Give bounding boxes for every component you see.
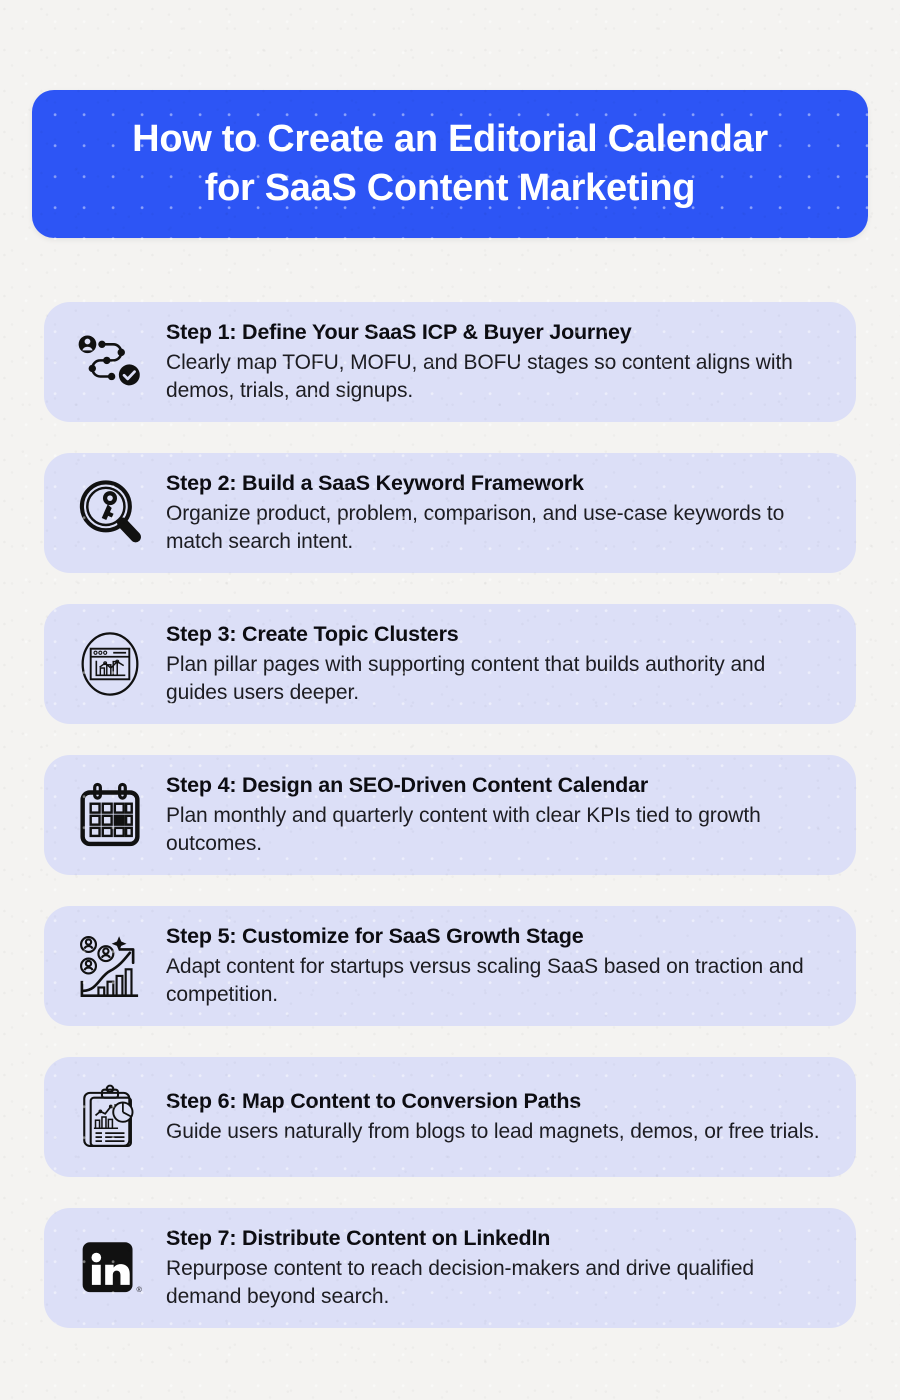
step-body-5: Step 5: Customize for SaaS Growth Stage …: [156, 923, 834, 1009]
clipboard-report-icon: [64, 1071, 156, 1163]
step-title-5: Step 5: Customize for SaaS Growth Stage: [166, 924, 584, 949]
step-body-6: Step 6: Map Content to Conversion Paths …: [156, 1088, 834, 1146]
step-card-5: Step 5: Customize for SaaS Growth Stage …: [44, 906, 856, 1026]
step-title-4: Step 4: Design an SEO-Driven Content Cal…: [166, 773, 649, 798]
browser-analytics-circle-icon: [64, 618, 156, 710]
step-body-2: Step 2: Build a SaaS Keyword Framework O…: [156, 470, 834, 556]
magnifier-key-icon: [64, 467, 156, 559]
step-description-2: Organize product, problem, comparison, a…: [166, 501, 785, 553]
step-description-4: Plan monthly and quarterly content with …: [166, 803, 761, 855]
growth-chart-users-icon: [64, 920, 156, 1012]
step-title-2: Step 2: Build a SaaS Keyword Framework: [166, 471, 584, 496]
step-description-6: Guide users naturally from blogs to lead…: [166, 1119, 820, 1143]
step-card-1: Step 1: Define Your SaaS ICP & Buyer Jou…: [44, 302, 856, 422]
svg-text:®: ®: [137, 1285, 143, 1294]
title-banner: How to Create an Editorial Calendar for …: [32, 90, 868, 238]
step-body-4: Step 4: Design an SEO-Driven Content Cal…: [156, 772, 834, 858]
step-card-4: Step 4: Design an SEO-Driven Content Cal…: [44, 755, 856, 875]
page-title-line-2: for SaaS Content Marketing: [204, 167, 696, 209]
step-title-6: Step 6: Map Content to Conversion Paths: [166, 1089, 582, 1114]
page-title-line-1: How to Create an Editorial Calendar: [132, 118, 768, 161]
step-body-7: Step 7: Distribute Content on LinkedIn R…: [156, 1225, 834, 1311]
step-title-3: Step 3: Create Topic Clusters: [166, 622, 459, 647]
step-card-7: ® Step 7: Distribute Content on LinkedIn…: [44, 1208, 856, 1328]
step-description-1: Clearly map TOFU, MOFU, and BOFU stages …: [166, 350, 793, 402]
linkedin-logo-icon: ®: [64, 1222, 156, 1314]
steps-list: Step 1: Define Your SaaS ICP & Buyer Jou…: [44, 302, 856, 1359]
buyer-journey-path-icon: [64, 316, 156, 408]
step-card-3: Step 3: Create Topic Clusters Plan pilla…: [44, 604, 856, 724]
step-title-7: Step 7: Distribute Content on LinkedIn: [166, 1226, 551, 1251]
step-card-6: Step 6: Map Content to Conversion Paths …: [44, 1057, 856, 1177]
step-card-2: Step 2: Build a SaaS Keyword Framework O…: [44, 453, 856, 573]
step-body-1: Step 1: Define Your SaaS ICP & Buyer Jou…: [156, 319, 834, 405]
step-description-7: Repurpose content to reach decision-make…: [166, 1256, 754, 1308]
step-body-3: Step 3: Create Topic Clusters Plan pilla…: [156, 621, 834, 707]
page-title: How to Create an Editorial Calendar for …: [106, 115, 794, 212]
calendar-icon: [64, 769, 156, 861]
step-description-3: Plan pillar pages with supporting conten…: [166, 652, 766, 704]
step-description-5: Adapt content for startups versus scalin…: [166, 954, 804, 1006]
step-title-1: Step 1: Define Your SaaS ICP & Buyer Jou…: [166, 320, 632, 345]
